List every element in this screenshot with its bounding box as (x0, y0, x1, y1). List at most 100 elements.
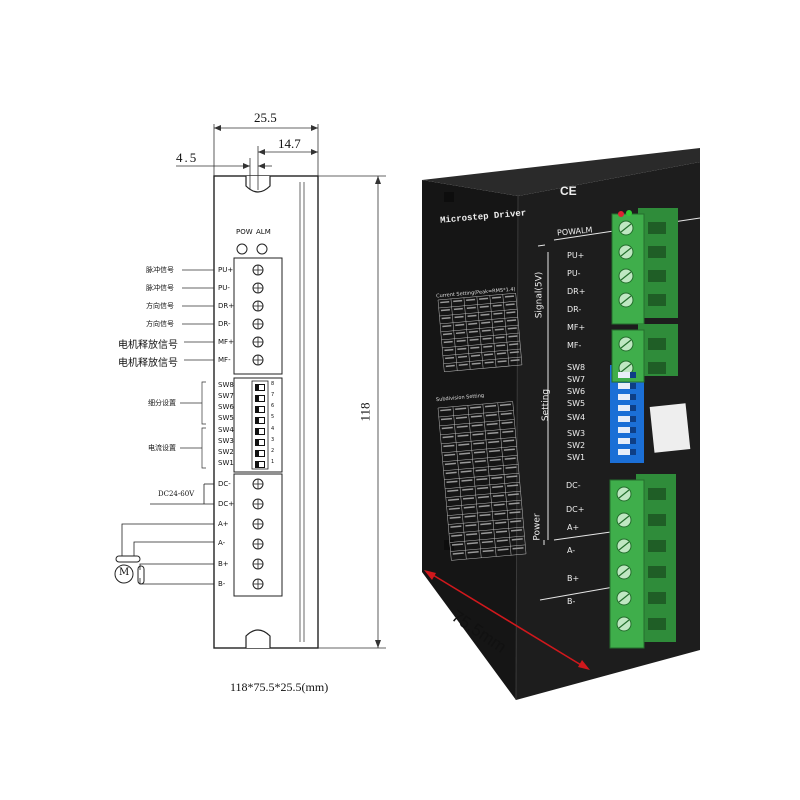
table-cell (481, 531, 493, 535)
table-cell (459, 461, 471, 464)
table-cell (465, 524, 477, 527)
table-cell (476, 477, 488, 481)
terminal-label: DC+ (566, 505, 585, 514)
table-cell (460, 470, 472, 473)
table-cell (473, 451, 486, 454)
terminal-screw (618, 336, 634, 352)
terminal-label: DR+ (218, 302, 235, 310)
signal-note: 方向信号 (146, 302, 174, 310)
table-cell (440, 301, 450, 304)
table-cell (507, 493, 519, 496)
switch-number: 3 (271, 437, 275, 443)
wire-slot (648, 338, 666, 350)
table-cell (468, 322, 478, 325)
switch-number: 5 (271, 414, 275, 420)
switch-label: SW8 (218, 381, 234, 389)
dimensions-caption: 118*75.5*25.5(mm) (230, 680, 329, 694)
table-cell (491, 296, 502, 299)
terminal-screw (616, 564, 632, 580)
terminal-screw (252, 478, 264, 490)
table-cell (509, 351, 519, 354)
dip-toggle-knob (630, 416, 636, 422)
terminal-label: B- (567, 597, 576, 606)
wire-slot (648, 540, 666, 552)
dip-toggle-knob (259, 418, 264, 423)
table-cell (503, 448, 515, 451)
dip-toggle (618, 394, 636, 400)
table-cell (503, 439, 515, 442)
table-cell (449, 516, 461, 519)
table-cell (505, 303, 515, 306)
table-cell (451, 534, 463, 537)
table-cell (455, 331, 466, 335)
table-cell (493, 312, 503, 315)
table-cell (444, 462, 456, 466)
table-cell (443, 340, 453, 344)
table-cell (455, 416, 467, 419)
table-cell (441, 426, 453, 430)
table-cell (470, 415, 482, 418)
power-supply-note: DC24-60V (158, 490, 195, 498)
table-cell (450, 525, 462, 528)
signal-terminal-block (611, 208, 678, 325)
dip-toggle-knob (630, 449, 636, 455)
table-cell (461, 479, 473, 482)
terminal-screw (252, 558, 264, 570)
dip-toggle-knob (630, 372, 636, 378)
wire-slot (648, 362, 666, 374)
table-cell (456, 339, 466, 343)
switch-label: SW5 (218, 414, 234, 422)
terminal-label: DC+ (218, 500, 235, 508)
terminal-screw (252, 538, 264, 550)
table-cell (489, 458, 501, 462)
table-cell (454, 315, 464, 319)
terminal-screw (252, 354, 264, 366)
setting-group-label: Setting (541, 388, 552, 422)
table-cell (481, 329, 491, 332)
table-cell (485, 413, 497, 417)
terminal-label: PU- (218, 284, 230, 292)
dip-toggle-knob (259, 385, 264, 390)
table-cell (509, 343, 519, 346)
switch-number: 7 (271, 392, 275, 398)
terminal-label: MF- (218, 356, 231, 364)
switch-label: SW3 (567, 429, 586, 438)
table-cell (457, 355, 468, 358)
table-cell (508, 335, 518, 338)
dip-toggle-knob (259, 440, 264, 445)
table-cell (479, 297, 489, 300)
table-cell (440, 408, 452, 412)
table-cell (440, 417, 453, 421)
dip-toggle-knob (630, 438, 636, 444)
terminal-label: B+ (567, 574, 580, 583)
switch-number: 8 (271, 381, 275, 387)
table-cell (469, 338, 479, 341)
switch-label: SW6 (218, 403, 234, 411)
table-cell (481, 321, 491, 324)
terminal-label: PU+ (567, 251, 585, 260)
table-cell (477, 486, 489, 490)
terminal-screw (618, 360, 634, 376)
switch-label: SW4 (218, 426, 234, 434)
table-cell (455, 407, 467, 411)
dip-toggle-knob (259, 429, 264, 434)
table-cell (512, 547, 524, 550)
table-cell (471, 424, 483, 427)
table-cell (466, 298, 476, 302)
table-cell (452, 552, 464, 555)
table-cell (448, 498, 460, 501)
terminal-label: A- (567, 546, 576, 555)
switch-label: SW2 (218, 448, 234, 456)
terminal-screw (618, 268, 634, 284)
table-cell (474, 460, 486, 463)
table-cell (457, 434, 469, 437)
terminal-label: A- (218, 539, 226, 547)
wire-slot (648, 618, 666, 630)
terminal-label: PU- (567, 269, 581, 278)
table-cell (445, 364, 455, 368)
terminal-screw (252, 518, 264, 530)
terminal-screw (252, 300, 264, 312)
terminal-label: DR- (567, 305, 582, 314)
table-cell (443, 444, 455, 448)
switch-number: 4 (271, 426, 275, 432)
